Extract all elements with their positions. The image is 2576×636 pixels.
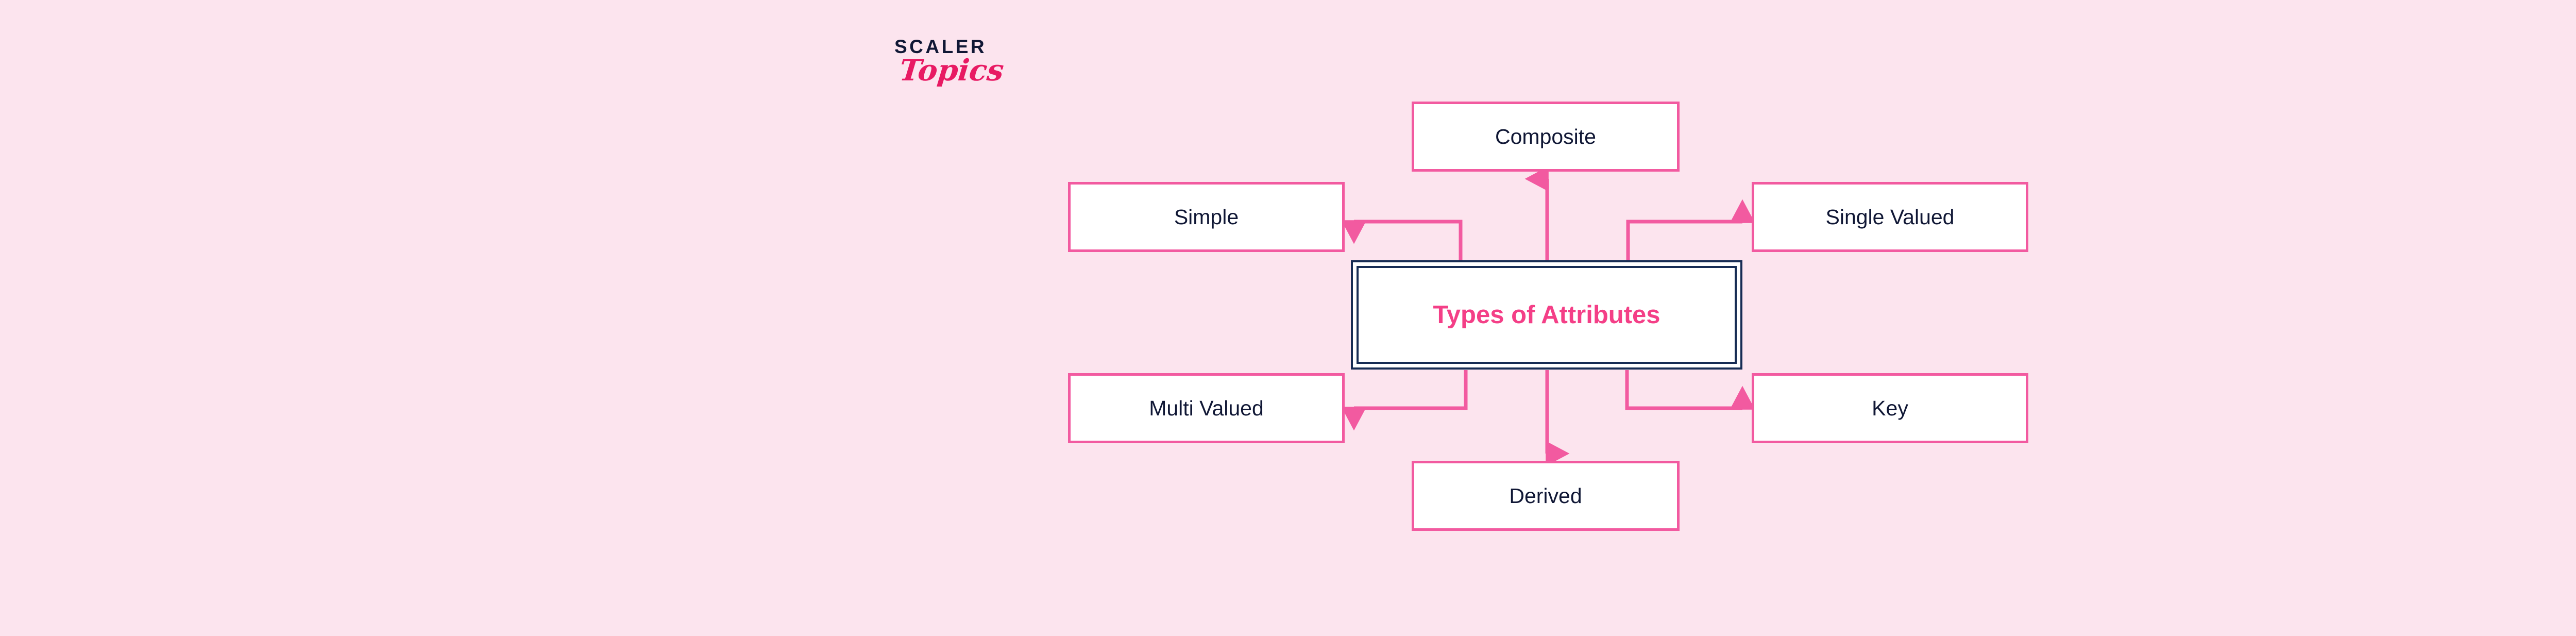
connector-center-to-multi-valued [1341,370,1468,431]
node-composite[interactable]: Composite [1412,102,1680,172]
node-center-inner-border: Types of Attributes [1357,266,1737,364]
node-key-label: Key [1872,396,1908,420]
logo-scaler-text: SCALER [894,36,987,57]
node-single-valued[interactable]: Single Valued [1752,182,2028,252]
connector-center-to-single-valued [1626,199,1755,261]
node-simple[interactable]: Simple [1068,182,1345,252]
node-composite-label: Composite [1495,124,1596,148]
node-derived-label: Derived [1509,483,1582,508]
node-multi-valued[interactable]: Multi Valued [1068,373,1345,443]
connector-center-to-key [1625,370,1755,410]
node-derived[interactable]: Derived [1412,461,1680,531]
node-key[interactable]: Key [1752,373,2028,443]
scaler-topics-logo: SCALER Topics [891,37,1056,114]
node-center-types-of-attributes[interactable]: Types of Attributes [1351,260,1742,370]
node-multi-valued-label: Multi Valued [1149,396,1264,420]
node-simple-label: Simple [1174,205,1239,229]
node-single-valued-label: Single Valued [1825,205,1955,229]
connector-center-to-simple [1341,220,1463,261]
logo-topics-text: Topics [897,53,1006,88]
page-title: Types of Attributes [1433,300,1660,329]
